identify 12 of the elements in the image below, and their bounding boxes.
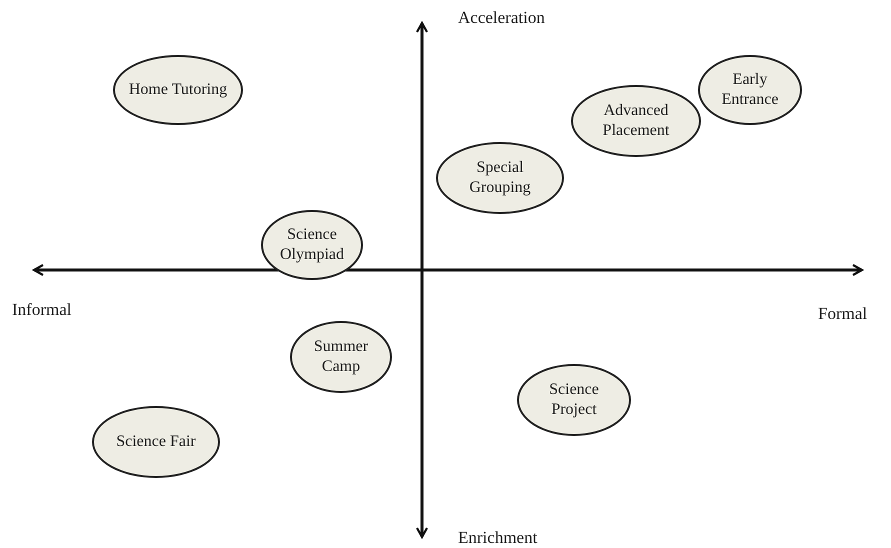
node-label: Summer Camp — [312, 337, 370, 377]
node-label: Special Grouping — [468, 158, 532, 198]
axis-label: Informal — [12, 300, 72, 320]
axis-label: Enrichment — [458, 528, 538, 548]
node-label: Science Olympiad — [279, 225, 345, 265]
node-label: Science Project — [548, 380, 600, 420]
node-label: Home Tutoring — [128, 80, 228, 100]
node-label: Early Entrance — [720, 70, 780, 110]
node-label: Science Fair — [115, 432, 197, 452]
axis-label: Formal — [818, 304, 868, 324]
axis-label: Acceleration — [458, 8, 545, 28]
node-label: Advanced Placement — [602, 101, 670, 141]
